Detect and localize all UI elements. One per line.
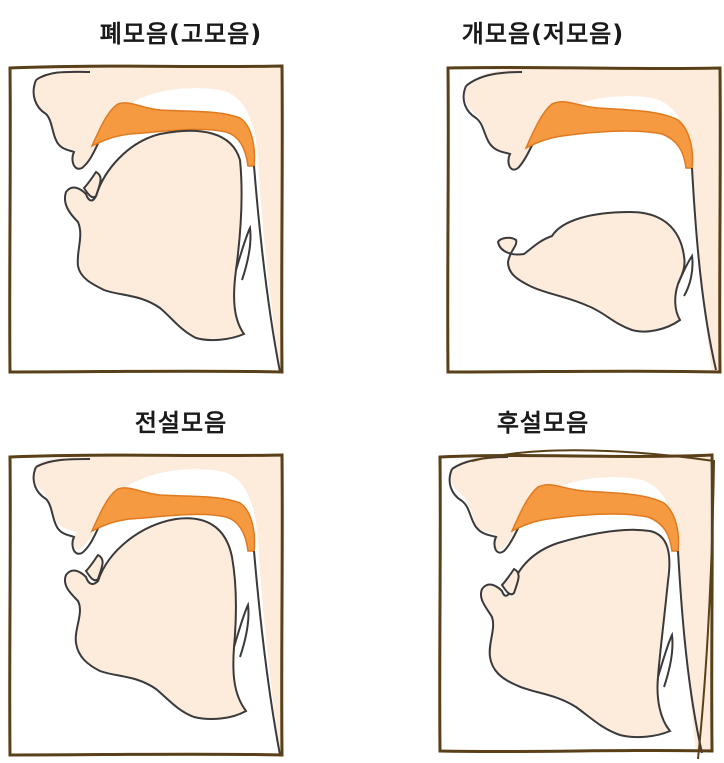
vocal-tract-diagram xyxy=(0,381,362,762)
palate xyxy=(526,102,692,168)
panel-back-vowel: 후설모음 xyxy=(362,381,724,762)
vocal-tract-diagram xyxy=(362,0,724,381)
vocal-tract-diagram xyxy=(0,0,362,381)
tongue-jaw xyxy=(65,131,244,340)
tongue-jaw xyxy=(65,518,246,719)
panel-close-vowel: 폐모음(고모음) xyxy=(0,0,362,381)
panel-front-vowel: 전설모음 xyxy=(0,381,362,762)
vocal-tract-diagram xyxy=(362,381,724,762)
tongue-jaw xyxy=(481,530,670,737)
tongue-jaw xyxy=(498,212,685,332)
panel-open-vowel: 개모음(저모음) xyxy=(362,0,724,381)
